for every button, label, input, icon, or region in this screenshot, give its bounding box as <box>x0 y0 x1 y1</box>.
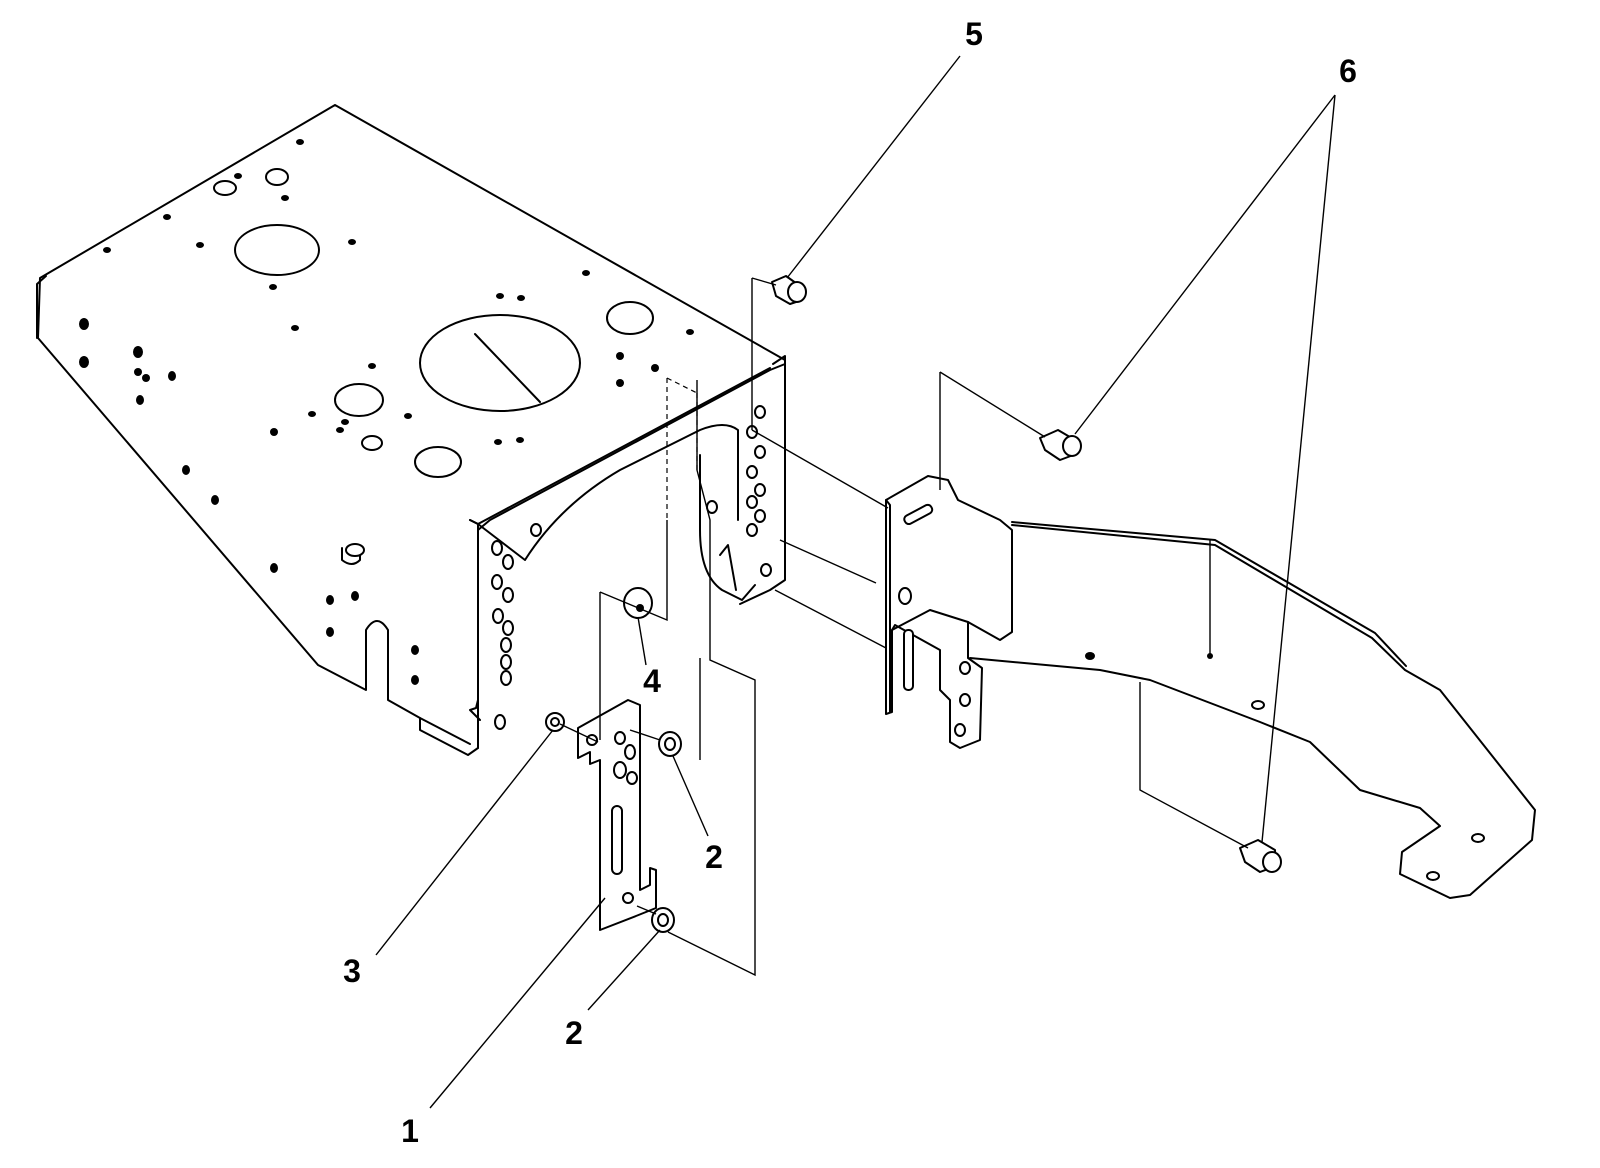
washer-part-4 <box>623 587 653 619</box>
callout-3: 3 <box>343 953 361 989</box>
assembly-phantom-lines <box>559 278 1249 977</box>
screw-part-6-upper <box>1039 429 1082 461</box>
nut-part-2-upper <box>658 731 682 757</box>
callout-1: 1 <box>401 1113 419 1149</box>
nut-part-2-lower <box>651 907 675 933</box>
callout-labels: 5 6 4 2 3 2 1 <box>343 16 1357 1149</box>
leader-lines <box>375 55 1336 1109</box>
callout-5: 5 <box>965 16 983 52</box>
callout-4: 4 <box>643 663 661 699</box>
screw-part-6-lower <box>1239 839 1282 873</box>
screw-part-5 <box>751 275 807 305</box>
bracket-part-1 <box>577 699 657 931</box>
callout-2-lower: 2 <box>565 1015 583 1051</box>
chassis-plate <box>36 104 786 756</box>
shield-bracket <box>885 475 1536 899</box>
chassis-small-holes <box>79 139 694 685</box>
callout-2-upper: 2 <box>705 839 723 875</box>
nut-part-3 <box>545 712 565 732</box>
callout-6: 6 <box>1339 53 1357 89</box>
side-flange <box>419 355 786 749</box>
flange-holes <box>491 405 772 730</box>
